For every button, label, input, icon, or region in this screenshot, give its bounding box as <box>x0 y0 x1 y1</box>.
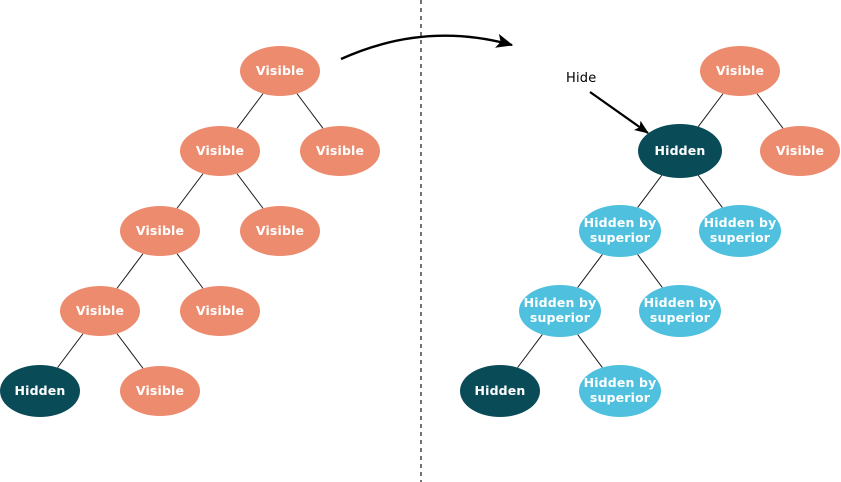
tree-node-label: Visible <box>315 142 365 158</box>
tree-edge <box>577 254 603 288</box>
tree-node-visible[interactable]: Visible <box>180 126 260 176</box>
tree-node-label: Hidden <box>474 382 526 398</box>
tree-edge <box>57 333 84 368</box>
tree-node-visible[interactable]: Visible <box>760 126 840 176</box>
hide-arrow-icon <box>589 91 649 134</box>
tree-edge <box>236 93 264 129</box>
tree-node-visible[interactable]: Visible <box>120 366 200 416</box>
tree-edge <box>176 173 204 209</box>
tree-node-label: Visible <box>135 382 185 398</box>
tree-node-inherited[interactable]: Hidden by superior <box>579 205 661 257</box>
tree-edge <box>637 175 663 208</box>
tree-node-label: Visible <box>195 302 245 318</box>
tree-node-visible[interactable]: Visible <box>180 286 260 336</box>
tree-edge <box>697 93 724 127</box>
tree-node-label: Hidden by superior <box>643 295 717 325</box>
transition-arrow-icon <box>340 33 514 61</box>
tree-edge <box>697 175 723 208</box>
tree-edge <box>577 334 603 368</box>
tree-edge <box>116 333 144 369</box>
tree-node-label: Visible <box>255 222 305 238</box>
tree-node-hidden[interactable]: Hidden <box>0 365 80 417</box>
tree-node-inherited[interactable]: Hidden by superior <box>639 285 721 337</box>
tree-node-hidden[interactable]: Hidden <box>638 124 722 178</box>
tree-node-visible[interactable]: Visible <box>240 206 320 256</box>
tree-edge <box>637 254 663 288</box>
tree-node-inherited[interactable]: Hidden by superior <box>519 285 601 337</box>
tree-node-inherited[interactable]: Hidden by superior <box>579 365 661 417</box>
tree-edge <box>756 93 784 129</box>
tree-node-label: Hidden <box>14 382 66 398</box>
tree-node-visible[interactable]: Visible <box>300 126 380 176</box>
tree-node-visible[interactable]: Visible <box>60 286 140 336</box>
tree-node-hidden[interactable]: Hidden <box>460 365 540 417</box>
tree-edge <box>236 173 264 209</box>
tree-edge <box>296 93 324 129</box>
tree-node-label: Visible <box>255 62 305 78</box>
tree-node-label: Visible <box>715 62 765 78</box>
tree-edge <box>517 334 543 368</box>
tree-node-label: Visible <box>135 222 185 238</box>
tree-node-visible[interactable]: Visible <box>240 46 320 96</box>
tree-node-label: Visible <box>195 142 245 158</box>
tree-node-label: Visible <box>775 142 825 158</box>
tree-node-inherited[interactable]: Hidden by superior <box>699 205 781 257</box>
tree-node-label: Hidden by superior <box>523 295 597 325</box>
tree-node-label: Visible <box>75 302 125 318</box>
tree-node-visible[interactable]: Visible <box>700 46 780 96</box>
tree-node-label: Hidden <box>654 142 706 158</box>
tree-node-label: Hidden by superior <box>703 215 777 245</box>
tree-node-label: Hidden by superior <box>583 215 657 245</box>
tree-node-label: Hidden by superior <box>583 375 657 405</box>
tree-edge <box>176 253 204 289</box>
tree-edge <box>116 253 144 289</box>
tree-node-visible[interactable]: Visible <box>120 206 200 256</box>
hide-annotation-label: Hide <box>566 71 597 86</box>
